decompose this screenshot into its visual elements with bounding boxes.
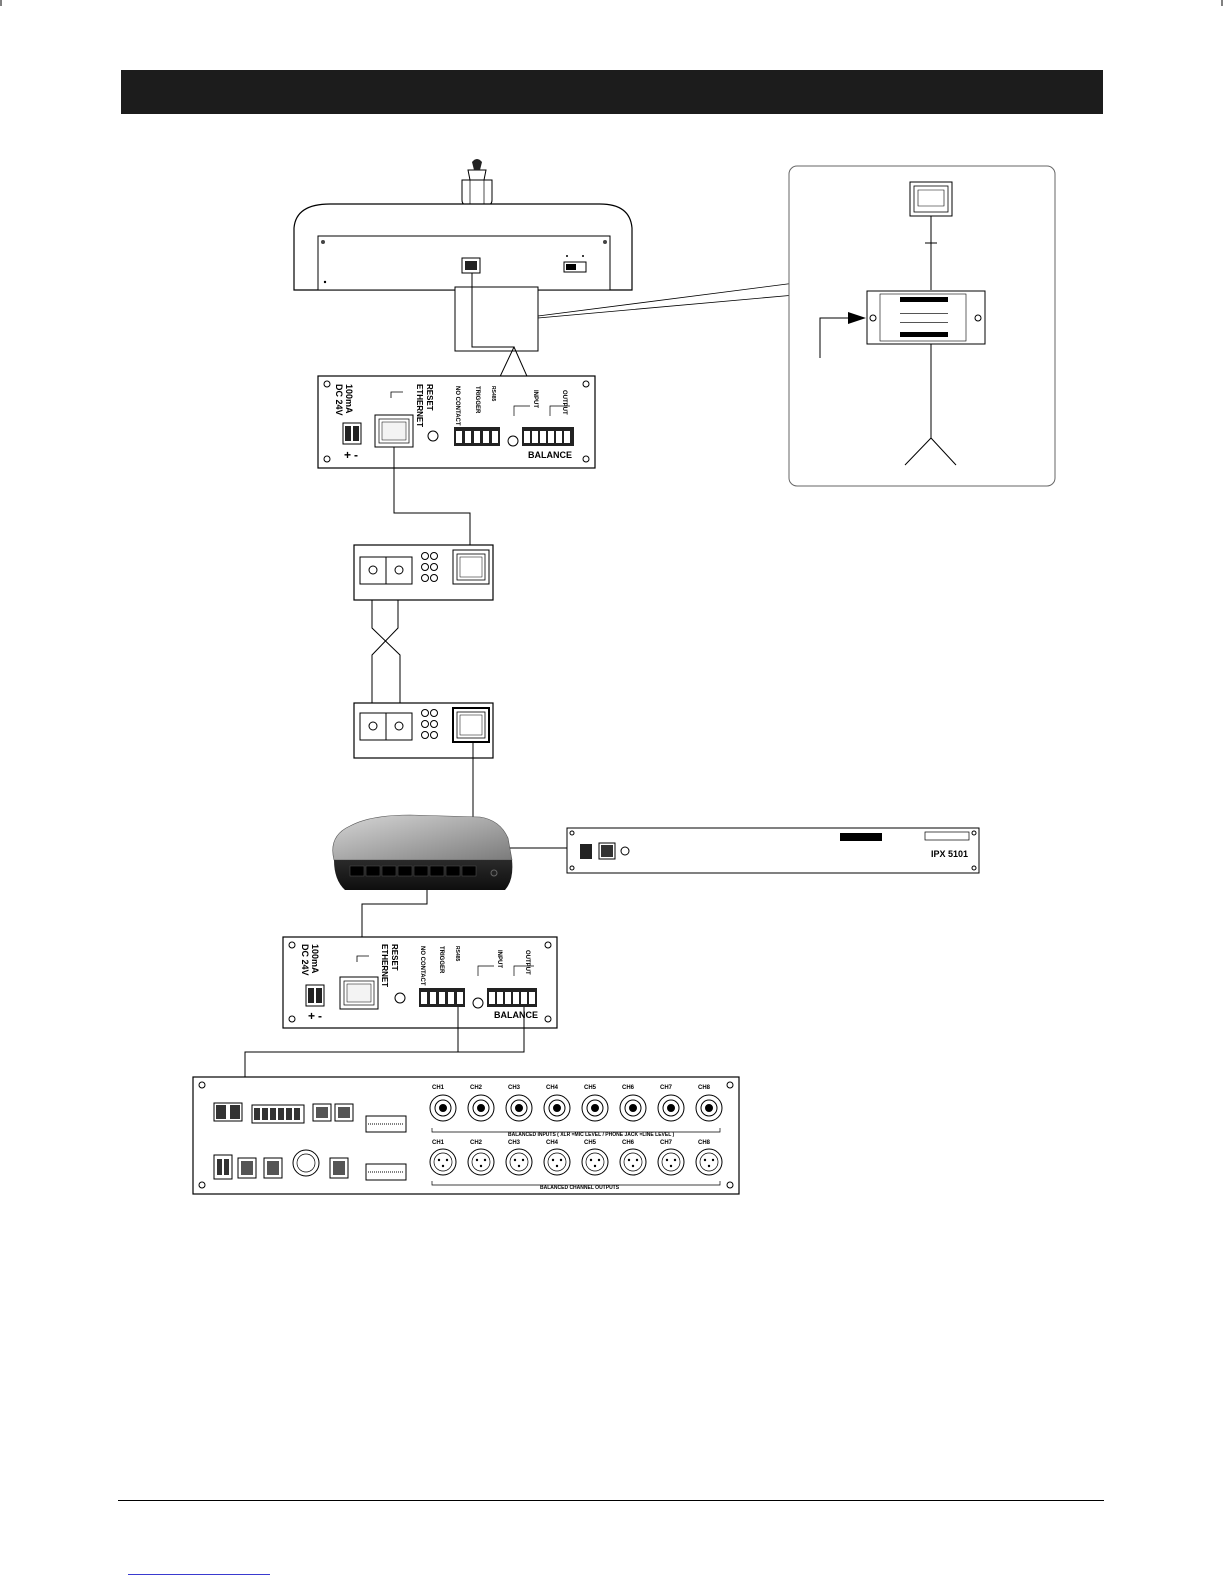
ipx-model-label: IPX 5101: [931, 849, 968, 859]
input-ch-label: CH3: [508, 1085, 521, 1091]
media-converter-2: [353, 702, 494, 759]
bottom-module-reset-label: RESET: [390, 944, 399, 971]
bottom-module-output-label: OUTPUT: [524, 950, 530, 975]
section-header-banner: [121, 70, 1103, 114]
output-ch-label: CH1: [432, 1140, 445, 1146]
top-module-minus: -: [354, 448, 358, 462]
ipx-rack-unit: IPX 5101: [566, 827, 980, 874]
bottom-module-minus: -: [318, 1009, 322, 1023]
output-ch-label: CH7: [660, 1140, 673, 1146]
bottom-module-ethernet-label: ETHERNET: [380, 944, 389, 987]
top-module-current-label: 100mA: [344, 384, 354, 414]
output-ch-label: CH5: [584, 1140, 597, 1146]
outputs-caption: BALANCED CHANNEL OUTPUTS: [540, 1185, 620, 1191]
output-ch-label: CH4: [546, 1140, 559, 1146]
footer-link-underline[interactable]: [128, 1574, 270, 1575]
input-ch-label: CH4: [546, 1085, 559, 1091]
input-ch-label: CH8: [698, 1085, 711, 1091]
media-converter-1: [353, 544, 494, 601]
bottom-module-current-label: 100mA: [310, 944, 320, 974]
output-ch-label: CH6: [622, 1140, 635, 1146]
top-interface-module: DC 24V 100mA + - ETHERNET RESET NO CONTA…: [317, 375, 596, 469]
fiber-crossover: [371, 600, 401, 706]
paging-console: [293, 159, 633, 291]
bottom-module-dc-label: DC 24V: [300, 944, 310, 976]
inputs-caption: BALANCED INPUTS ( XLR =MIC LEVEL / PHONE…: [508, 1132, 675, 1138]
detail-inset: [788, 165, 1056, 487]
bottom-module-rs485-label: RS485: [454, 946, 460, 962]
output-ch-label: CH3: [508, 1140, 521, 1146]
input-ch-label: CH5: [584, 1085, 597, 1091]
bottom-module-contact-label: NO CONTACT: [419, 946, 425, 986]
top-module-balance-label: BALANCE: [528, 450, 572, 460]
top-module-trigger-label: TRIGGER: [474, 386, 480, 414]
top-module-output-label: OUTPUT: [561, 390, 567, 415]
audio-mixer-panel: CH1 CH2 CH3 CH4 CH5 CH6 CH7 CH8 BALANCED…: [192, 1076, 740, 1195]
bottom-module-input-label: INPUT: [496, 950, 502, 968]
bottom-rule: [118, 1500, 1104, 1501]
top-module-dc-label: DC 24V: [334, 384, 344, 416]
top-module-ethernet-label: ETHERNET: [415, 384, 424, 427]
input-ch-label: CH2: [470, 1085, 483, 1091]
top-module-contact-label: NO CONTACT: [454, 386, 460, 426]
bottom-interface-module: DC 24V 100mA + - ETHERNET RESET NO CONTA…: [282, 936, 558, 1029]
network-switch: [332, 814, 513, 890]
top-module-reset-label: RESET: [425, 384, 434, 411]
output-ch-label: CH2: [470, 1140, 483, 1146]
top-module-plus: +: [344, 448, 351, 462]
output-ch-label: CH8: [698, 1140, 711, 1146]
top-module-rs485-label: RS485: [490, 386, 496, 402]
callout-box: [454, 286, 539, 352]
bottom-module-balance-label: BALANCE: [494, 1010, 538, 1020]
input-ch-label: CH7: [660, 1085, 673, 1091]
bottom-module-trigger-label: TRIGGER: [438, 946, 444, 974]
input-ch-label: CH1: [432, 1085, 445, 1091]
top-module-input-label: INPUT: [532, 390, 538, 408]
bottom-module-plus: +: [308, 1009, 315, 1023]
input-ch-label: CH6: [622, 1085, 635, 1091]
